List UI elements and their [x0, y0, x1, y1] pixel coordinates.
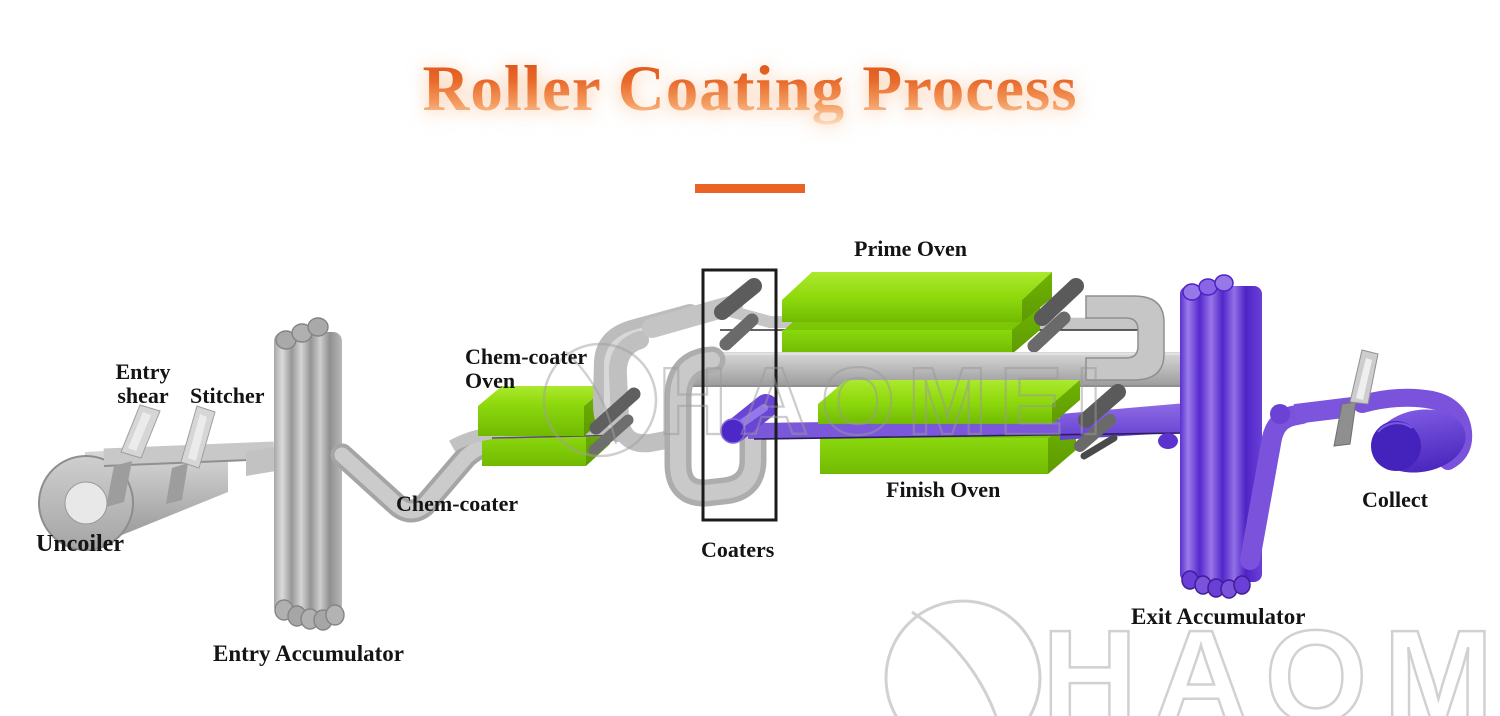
entry-shear-blade — [106, 404, 161, 507]
prime-oven-box — [782, 272, 1052, 354]
watermark-text: HAOMEI — [1042, 603, 1500, 716]
label-entry-shear-line2: shear — [117, 382, 169, 408]
stitcher-blade — [166, 405, 216, 504]
label-entry-shear-line1: Entry — [115, 359, 171, 384]
watermark-corner: HAOMEI — [884, 599, 1500, 716]
label-coaters: Coaters — [701, 537, 775, 562]
coaters-outline-box — [701, 268, 778, 522]
label-chem-coater-oven-line2: Oven — [465, 367, 516, 393]
label-collect: Collect — [1362, 487, 1428, 512]
lower-wrap-rollers — [588, 331, 675, 456]
label-chem-coater-oven-line1: Chem-coater — [465, 344, 588, 369]
exit-shear-blade — [1333, 349, 1379, 447]
label-stitcher: Stitcher — [190, 383, 265, 408]
label-chem-coater-oven: Chem-coater Oven — [465, 345, 587, 393]
watermark-text: HAOMEI — [658, 348, 1114, 455]
collect-section — [1293, 349, 1473, 473]
title-underline — [695, 184, 805, 193]
coater-loop-highlight — [670, 352, 761, 501]
watermark-logo-swoosh — [565, 351, 618, 445]
entry-accumulator-tower — [246, 317, 345, 631]
label-entry-accumulator: Entry Accumulator — [213, 641, 405, 666]
coater-pinch-rollers — [714, 278, 762, 351]
coater-applicator-roller — [720, 394, 778, 444]
page-title: Roller Coating Process — [0, 52, 1500, 127]
watermark-logo-circle — [884, 599, 1042, 716]
finish-oven-top — [818, 380, 1080, 424]
watermark-logo-swoosh — [911, 610, 998, 716]
label-prime-oven: Prime Oven — [854, 236, 968, 261]
exit-accumulator-tower — [1158, 274, 1312, 599]
label-entry-shear: Entry shear — [104, 360, 182, 408]
turnaround-frame — [1085, 295, 1165, 381]
watermark-logo-circle — [542, 342, 658, 458]
coated-strip-edge — [753, 432, 1187, 440]
label-uncoiler: Uncoiler — [36, 531, 124, 557]
label-exit-accumulator: Exit Accumulator — [1131, 604, 1306, 629]
watermark-center: HAOMEI — [542, 342, 1114, 458]
label-chem-coater: Chem-coater — [396, 491, 519, 516]
finish-exit-rollers — [1074, 384, 1126, 460]
coated-strip — [747, 419, 1063, 439]
prime-exit-rollers — [1027, 278, 1084, 353]
label-finish-oven: Finish Oven — [886, 477, 1001, 502]
